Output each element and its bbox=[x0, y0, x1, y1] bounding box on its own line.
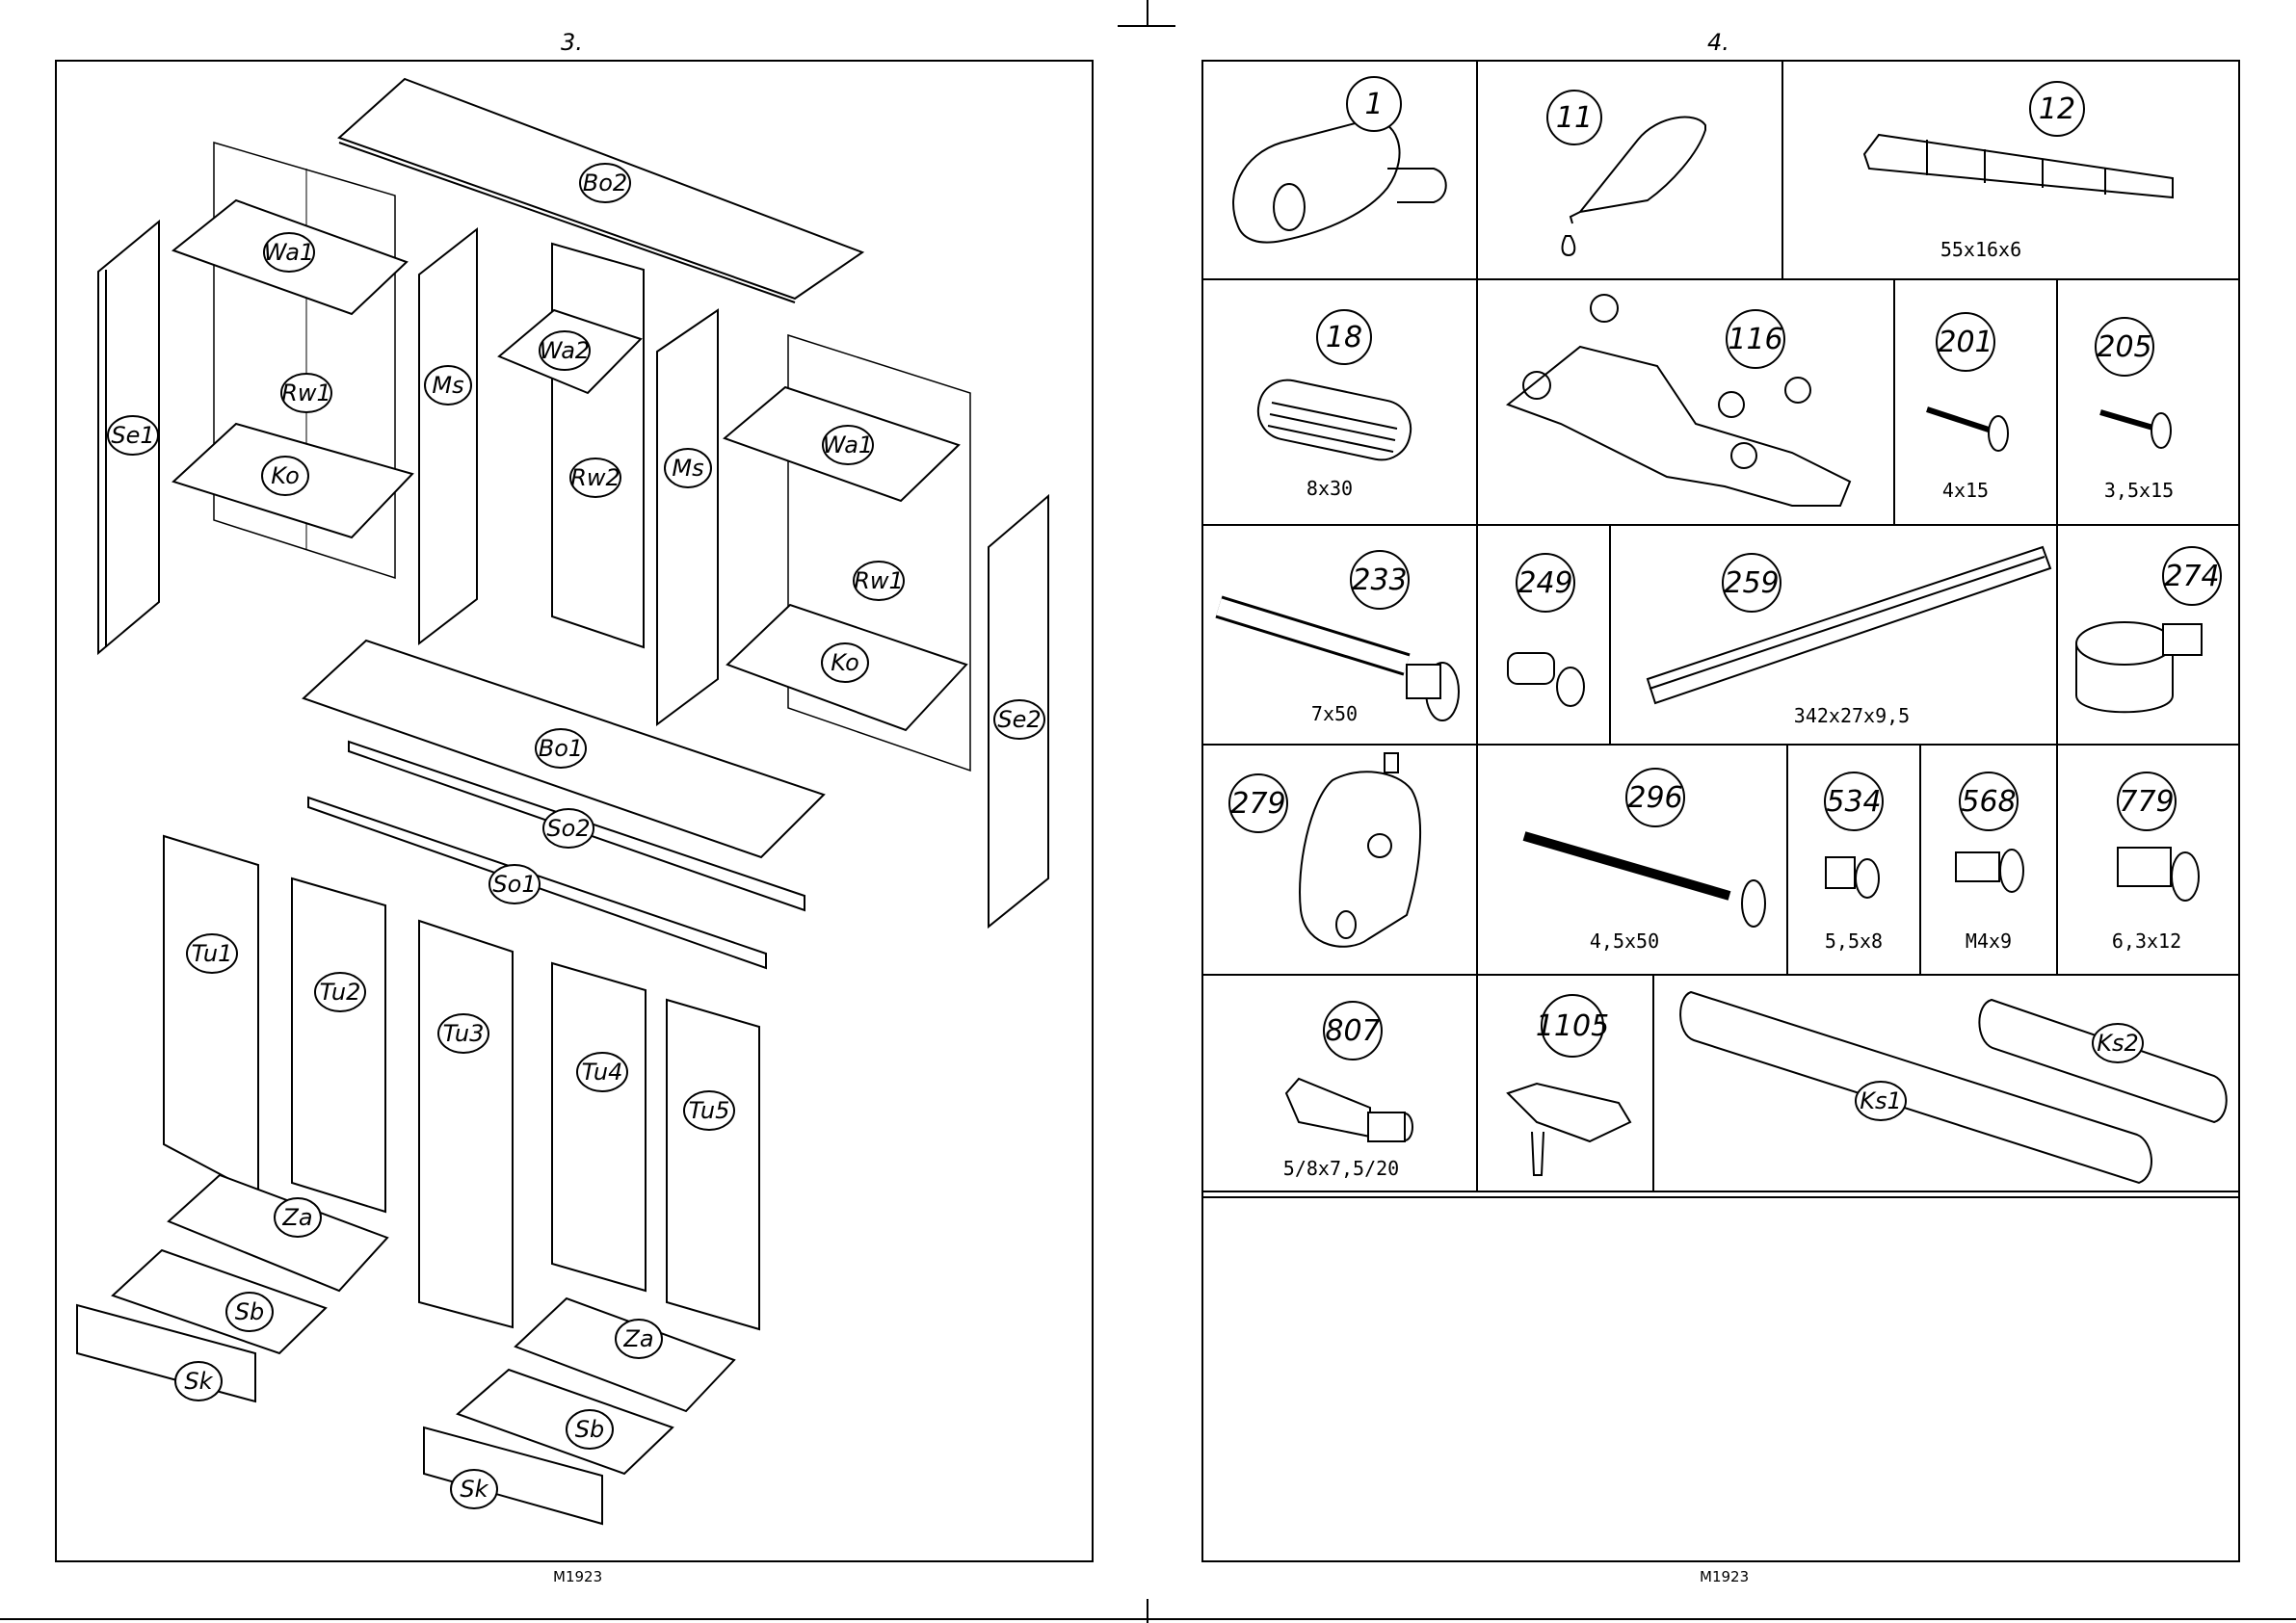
hardware-296-number: 296 bbox=[1627, 781, 1682, 815]
hardware-11-number: 11 bbox=[1556, 101, 1593, 135]
hardware-568-number: 568 bbox=[1961, 785, 2016, 819]
hardware-779-dimension: 6,3x12 bbox=[2112, 929, 2181, 953]
hardware-201-number: 201 bbox=[1938, 326, 1993, 359]
hardware-534-number: 534 bbox=[1826, 785, 1881, 819]
hardware-12-number: 12 bbox=[2039, 92, 2075, 126]
hardware-116-number: 116 bbox=[1728, 323, 1782, 356]
hardware-259-dimension: 342x27x9,5 bbox=[1794, 704, 1910, 727]
rod-ks1-label: Ks1 bbox=[1860, 1087, 1902, 1114]
hardware-205-dimension: 3,5x15 bbox=[2104, 479, 2174, 502]
hardware-274-number: 274 bbox=[2164, 560, 2219, 593]
hardware-568-dimension: M4x9 bbox=[1966, 929, 2012, 953]
hardware-205-number: 205 bbox=[2097, 330, 2151, 364]
hardware-233-dimension: 7x50 bbox=[1311, 702, 1358, 725]
hardware-279-number: 279 bbox=[1230, 787, 1285, 821]
hardware-201-dimension: 4x15 bbox=[1942, 479, 1989, 502]
hardware-259-number: 259 bbox=[1724, 566, 1779, 600]
hardware-18-dimension: 8x30 bbox=[1306, 477, 1353, 500]
hardware-807-dimension: 5/8x7,5/20 bbox=[1283, 1157, 1399, 1180]
hardware-779-number: 779 bbox=[2119, 785, 2174, 819]
hardware-18-number: 18 bbox=[1326, 321, 1362, 354]
hardware-807-number: 807 bbox=[1325, 1014, 1380, 1048]
hardware-249-number: 249 bbox=[1517, 566, 1572, 600]
hardware-296-dimension: 4,5x50 bbox=[1590, 929, 1659, 953]
hardware-1-number: 1 bbox=[1364, 88, 1383, 121]
hardware-1105-number: 1105 bbox=[1536, 1009, 1609, 1043]
hardware-12-dimension: 55x16x6 bbox=[1940, 238, 2021, 261]
rod-ks2-label: Ks2 bbox=[2097, 1030, 2139, 1057]
hardware-233-number: 233 bbox=[1352, 563, 1407, 597]
hardware-534-dimension: 5,5x8 bbox=[1825, 929, 1883, 953]
